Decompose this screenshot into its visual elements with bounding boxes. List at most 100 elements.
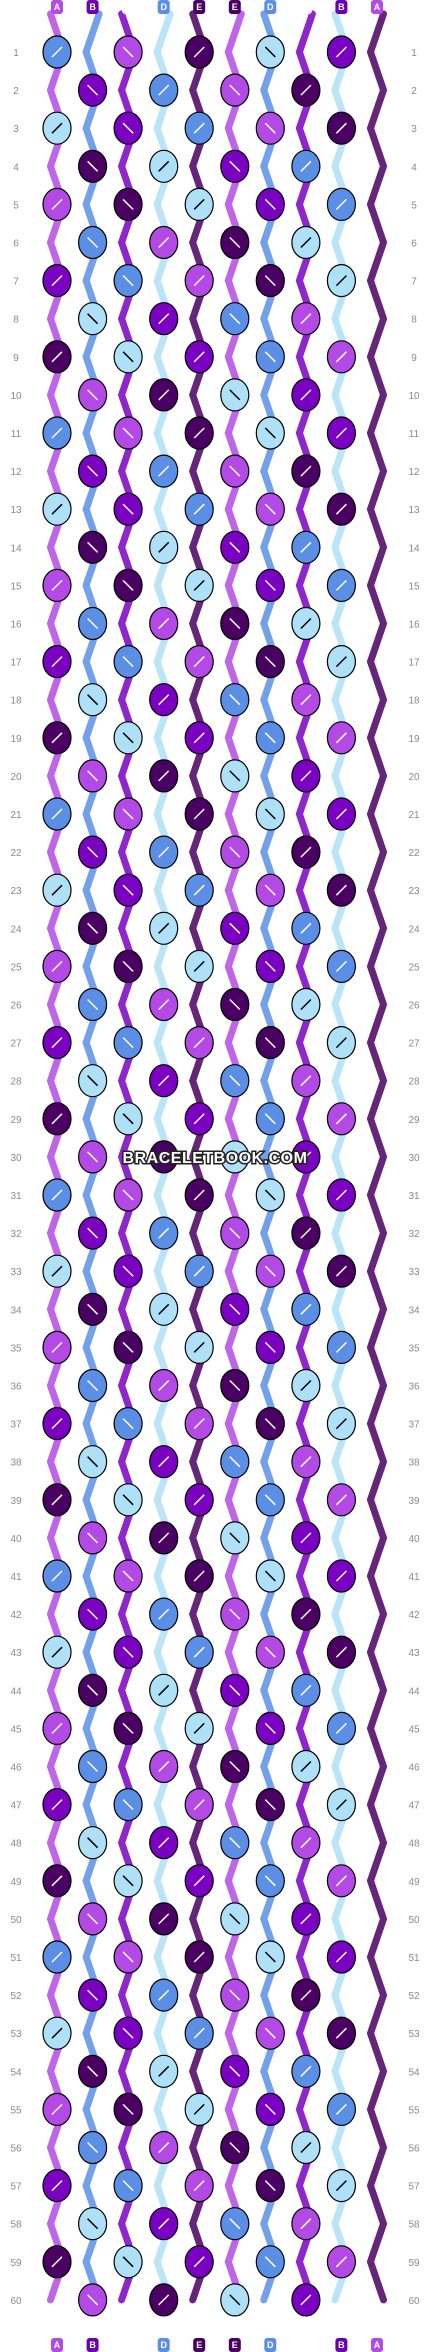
knot-arrow-icon bbox=[158, 1227, 170, 1239]
row-number-left: 23 bbox=[10, 886, 22, 897]
knot-arrow-icon bbox=[193, 1799, 205, 1811]
knot-arrow-icon bbox=[193, 2256, 205, 2268]
knot-arrow-icon bbox=[229, 1303, 241, 1315]
knot-arrow-icon bbox=[193, 351, 205, 363]
knot-arrow-icon bbox=[229, 84, 241, 96]
knot-arrow-icon bbox=[229, 236, 241, 249]
knot-arrow-icon bbox=[51, 579, 63, 591]
knot-arrow-icon bbox=[122, 427, 134, 439]
row-number-left: 28 bbox=[10, 1077, 22, 1088]
knot-arrow-icon bbox=[122, 1646, 134, 1658]
knot-arrow-icon bbox=[158, 1760, 170, 1773]
string-tab-bottom bbox=[86, 2338, 99, 2352]
row-number-left: 39 bbox=[10, 1496, 22, 1507]
knot-arrow-icon bbox=[300, 2218, 312, 2230]
row-number-right: 10 bbox=[408, 391, 420, 402]
knot-arrow-icon bbox=[229, 922, 241, 934]
knot-arrow-icon bbox=[229, 2141, 241, 2154]
string-letter-bottom: C bbox=[125, 2340, 132, 2350]
knot-arrow-icon bbox=[229, 389, 241, 401]
knot-arrow-icon bbox=[87, 1608, 99, 1620]
string-tab-bottom bbox=[193, 2338, 206, 2352]
row-number-left: 31 bbox=[10, 1191, 22, 1202]
knot-arrow-icon bbox=[264, 1494, 276, 1506]
knot-arrow-icon bbox=[264, 2180, 276, 2192]
row-number-left: 24 bbox=[10, 924, 22, 935]
string-letter-bottom: C bbox=[303, 2340, 310, 2350]
knot-arrow-icon bbox=[51, 1799, 63, 1811]
string-tab-top bbox=[299, 0, 312, 14]
row-number-left: 42 bbox=[10, 1610, 22, 1621]
row-number-right: 8 bbox=[411, 315, 417, 326]
knot-arrow-icon bbox=[264, 732, 276, 744]
row-number-right: 44 bbox=[408, 1686, 420, 1697]
knot-arrow-icon bbox=[335, 1265, 347, 1277]
knot-arrow-icon bbox=[229, 846, 241, 858]
row-number-left: 15 bbox=[10, 581, 22, 592]
string-tab-top bbox=[86, 0, 99, 14]
knot-arrow-icon bbox=[51, 2103, 63, 2115]
row-number-left: 59 bbox=[10, 2258, 22, 2269]
row-number-left: 21 bbox=[10, 810, 22, 821]
knot-arrow-icon bbox=[264, 46, 276, 58]
knot-arrow-icon bbox=[300, 389, 312, 401]
row-number-right: 6 bbox=[411, 239, 417, 250]
row-number-right: 45 bbox=[408, 1724, 420, 1735]
knot-arrow-icon bbox=[229, 541, 241, 553]
string-letter-bottom: A bbox=[374, 2340, 381, 2350]
row-number-left: 12 bbox=[10, 467, 22, 478]
row-number-right: 43 bbox=[408, 1648, 420, 1659]
knot-arrow-icon bbox=[51, 960, 63, 972]
knot-arrow-icon bbox=[335, 198, 347, 210]
knot-arrow-icon bbox=[335, 2103, 347, 2115]
knot-arrow-icon bbox=[300, 1837, 312, 1849]
knot-arrow-icon bbox=[300, 1303, 312, 1315]
knot-arrow-icon bbox=[264, 1189, 276, 1201]
watermark: BRACELETBOOK.COM bbox=[123, 1150, 308, 1167]
knot-arrow-icon bbox=[158, 1303, 170, 1315]
knot-arrow-icon bbox=[335, 1189, 347, 1201]
knot-arrow-icon bbox=[300, 2294, 312, 2306]
knot-arrow-icon bbox=[51, 1037, 63, 1049]
knot-arrow-icon bbox=[193, 503, 205, 515]
row-number-left: 10 bbox=[10, 391, 22, 402]
knot-arrow-icon bbox=[122, 1799, 134, 1811]
row-number-right: 20 bbox=[408, 772, 420, 783]
row-number-left: 14 bbox=[10, 543, 22, 554]
row-number-left: 57 bbox=[10, 2182, 22, 2193]
row-number-left: 40 bbox=[10, 1534, 22, 1545]
knot-arrow-icon bbox=[122, 2103, 134, 2115]
string-letter-top: B bbox=[338, 2, 345, 12]
row-number-left: 37 bbox=[10, 1420, 22, 1431]
knot-arrow-icon bbox=[158, 1608, 170, 1620]
knot-arrow-icon bbox=[122, 275, 134, 287]
row-number-right: 58 bbox=[408, 2220, 420, 2231]
row-number-right: 32 bbox=[408, 1229, 420, 1240]
string-letter-top: A bbox=[54, 2, 61, 12]
string-letter-top: A bbox=[374, 2, 381, 12]
row-number-right: 13 bbox=[408, 505, 420, 516]
knot-arrow-icon bbox=[193, 427, 205, 439]
string-tab-bottom bbox=[51, 2338, 63, 2352]
knot-arrow-icon bbox=[193, 1265, 205, 1277]
row-number-right: 31 bbox=[408, 1191, 420, 1202]
knot-arrow-icon bbox=[122, 656, 134, 668]
knot-arrow-icon bbox=[264, 656, 276, 668]
knot-arrow-icon bbox=[229, 1227, 241, 1239]
knot-arrow-icon bbox=[193, 1646, 205, 1658]
knot-arrow-icon bbox=[87, 160, 99, 172]
knot-arrow-icon bbox=[229, 1913, 241, 1925]
row-number-right: 14 bbox=[408, 543, 420, 554]
row-number-left: 16 bbox=[10, 620, 22, 631]
knot-arrow-icon bbox=[122, 1722, 134, 1734]
knot-arrow-icon bbox=[158, 2294, 170, 2306]
knot-arrow-icon bbox=[335, 1494, 347, 1506]
knot-arrow-icon bbox=[264, 275, 276, 287]
knot-arrow-icon bbox=[158, 2218, 170, 2230]
knot-arrow-icon bbox=[193, 1722, 205, 1734]
row-number-right: 19 bbox=[408, 734, 420, 745]
string-tab-bottom bbox=[335, 2338, 348, 2352]
string-letter-bottom: E bbox=[232, 2340, 238, 2350]
knot-arrow-icon bbox=[300, 1151, 312, 1163]
